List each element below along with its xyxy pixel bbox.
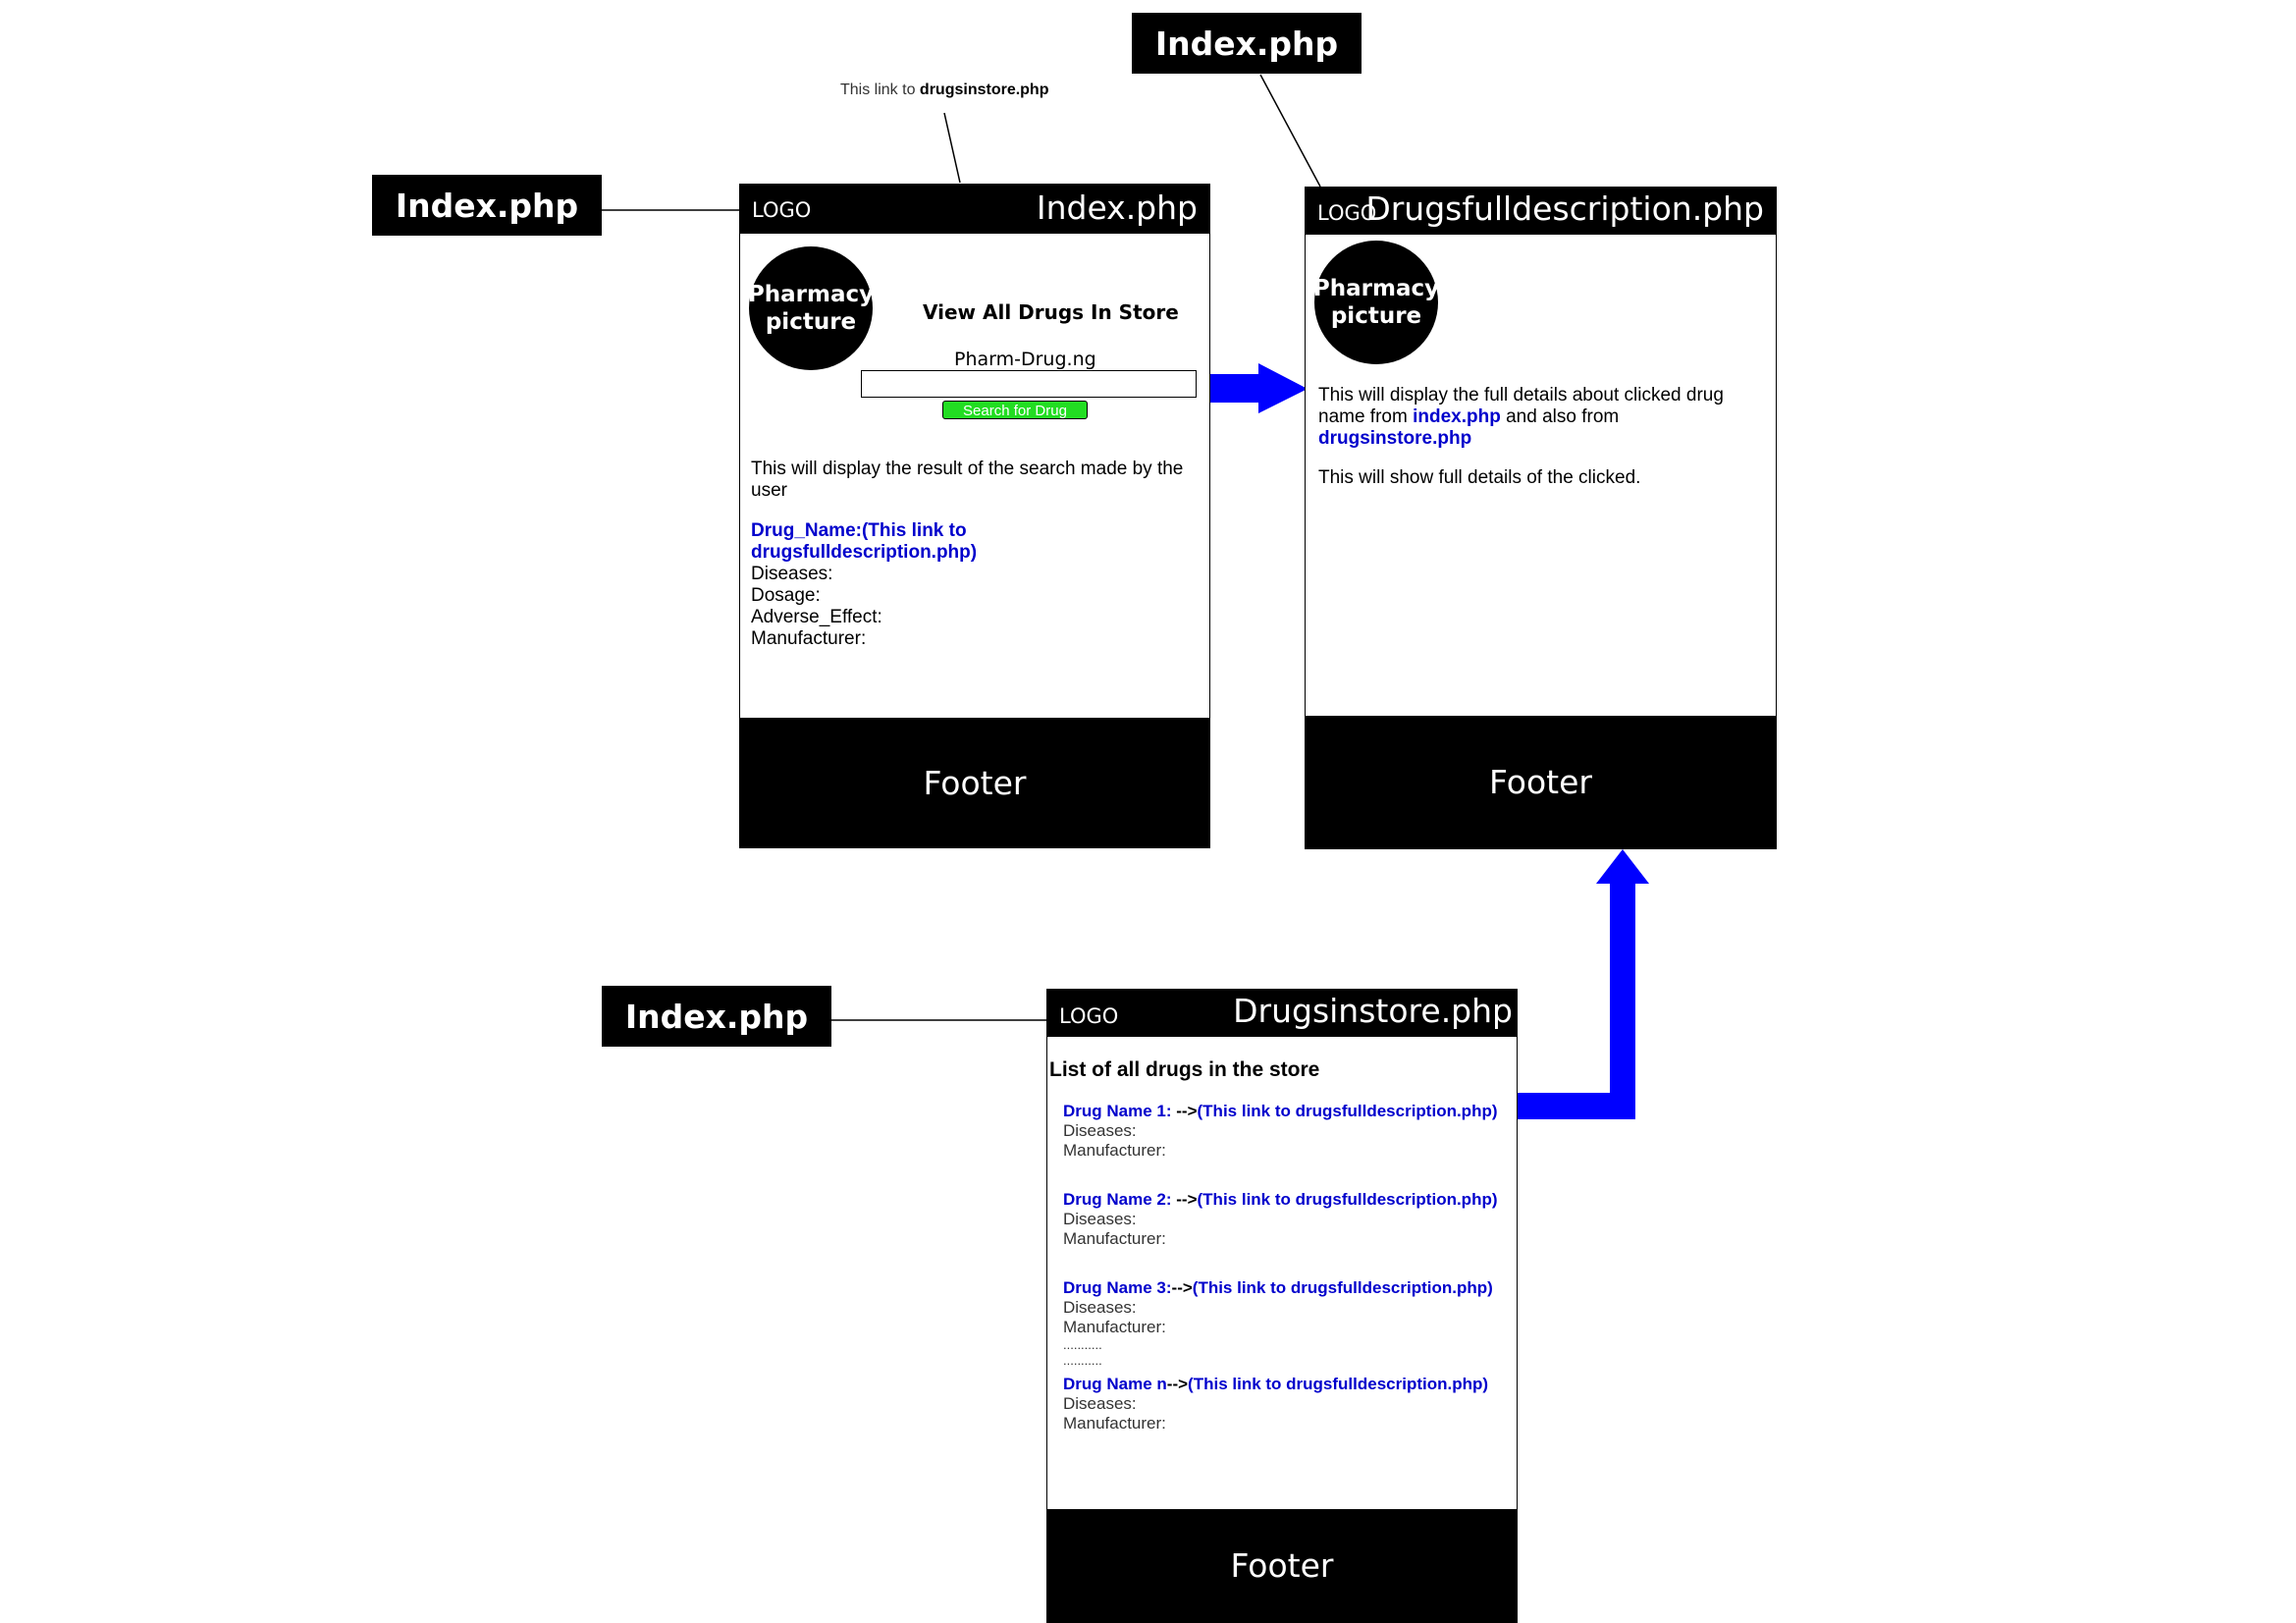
drug-manufacturer-n: Manufacturer: xyxy=(1063,1414,1166,1433)
ellipsis-1: ........... xyxy=(1063,1337,1102,1352)
index-logo: LOGO xyxy=(752,198,812,222)
drug-link-3[interactable]: (This link to drugsfulldescription.php) xyxy=(1192,1278,1493,1297)
drug-arrow-2: --> xyxy=(1171,1190,1198,1209)
list-item: Drug Name 2: -->(This link to drugsfulld… xyxy=(1063,1190,1515,1249)
index-page-frame: LOGO Index.php Pharmacy picture View All… xyxy=(739,184,1210,848)
drug-name-n[interactable]: Drug Name n xyxy=(1063,1375,1167,1393)
tag-left-top: Index.php xyxy=(372,175,602,236)
desc-logo: LOGO xyxy=(1317,201,1377,225)
field-manufacturer: Manufacturer: xyxy=(751,628,867,649)
desc-text-1a: This will display the full details about… xyxy=(1318,385,1724,427)
store-footer: Footer xyxy=(1047,1509,1517,1622)
drug-link-1[interactable]: (This link to drugsfulldescription.php) xyxy=(1197,1102,1498,1120)
store-heading: List of all drugs in the store xyxy=(1049,1058,1320,1081)
store-logo: LOGO xyxy=(1059,1004,1119,1028)
desc-link-drugsinstore[interactable]: drugsinstore.php xyxy=(1318,428,1472,449)
index-header: LOGO Index.php xyxy=(740,185,1209,234)
desc-page-frame: LOGO Drugsfulldescription.php Pharmacy p… xyxy=(1305,187,1777,849)
tag-left-bottom: Index.php xyxy=(602,986,831,1047)
connector-top-tag xyxy=(1259,74,1321,188)
drug-manufacturer-3: Manufacturer: xyxy=(1063,1318,1166,1336)
arrow-right-icon xyxy=(1207,363,1308,413)
desc-link-index[interactable]: index.php xyxy=(1413,406,1501,427)
desc-text-1b: and also from xyxy=(1506,406,1620,427)
drug-diseases-n: Diseases: xyxy=(1063,1394,1137,1413)
drug-manufacturer-2: Manufacturer: xyxy=(1063,1229,1166,1248)
drug-name-3[interactable]: Drug Name 3: xyxy=(1063,1278,1172,1297)
drug-arrow-3: --> xyxy=(1171,1278,1193,1297)
search-input[interactable] xyxy=(861,370,1197,398)
ellipsis-2: ........... xyxy=(1063,1353,1102,1368)
arrow-up-elbow-icon xyxy=(1517,849,1649,1119)
drug-link-2[interactable]: (This link to drugsfulldescription.php) xyxy=(1197,1190,1498,1209)
drug-diseases-2: Diseases: xyxy=(1063,1210,1137,1228)
drug-arrow-n: --> xyxy=(1166,1375,1189,1393)
search-drug-button[interactable]: Search for Drug xyxy=(942,401,1088,419)
index-page-name: Index.php xyxy=(1036,189,1198,227)
site-name: Pharm-Drug.ng xyxy=(954,349,1096,370)
field-adverse-effect: Adverse_Effect: xyxy=(751,607,882,627)
drug-name-2[interactable]: Drug Name 2: xyxy=(1063,1190,1172,1209)
annotation-prefix: This link to xyxy=(840,81,916,98)
drug-diseases-3: Diseases: xyxy=(1063,1298,1137,1317)
desc-text-1: This will display the full details about… xyxy=(1318,385,1750,450)
drug-name-1[interactable]: Drug Name 1: xyxy=(1063,1102,1172,1120)
connector-annotation xyxy=(943,112,961,184)
tag-top-center: Index.php xyxy=(1132,13,1362,74)
store-page-name: Drugsinstore.php xyxy=(1233,992,1513,1030)
list-item: Drug Name 1: -->(This link to drugsfulld… xyxy=(1063,1102,1515,1161)
drug-name-link[interactable]: Drug_Name:(This link to drugsfulldescrip… xyxy=(751,520,978,563)
desc-footer: Footer xyxy=(1306,716,1776,848)
search-result-text: This will display the result of the sear… xyxy=(751,459,1184,501)
drug-manufacturer-1: Manufacturer: xyxy=(1063,1141,1166,1160)
drug-arrow-1: --> xyxy=(1171,1102,1198,1120)
annotation-target: drugsinstore.php xyxy=(919,81,1049,98)
index-footer: Footer xyxy=(740,718,1209,847)
store-page-frame: LOGO Drugsinstore.php List of all drugs … xyxy=(1046,989,1518,1623)
desc-page-name: Drugsfulldescription.php xyxy=(1365,189,1764,228)
drug-link-n[interactable]: (This link to drugsfulldescription.php) xyxy=(1188,1375,1489,1393)
desc-text-2: This will show full details of the click… xyxy=(1318,467,1641,488)
store-header: LOGO Drugsinstore.php xyxy=(1047,990,1517,1037)
drug-list: Drug Name 1: -->(This link to drugsfulld… xyxy=(1063,1102,1515,1434)
index-pharmacy-picture: Pharmacy picture xyxy=(748,246,874,370)
view-all-drugs-link[interactable]: View All Drugs In Store xyxy=(923,300,1179,324)
desc-header: LOGO Drugsfulldescription.php xyxy=(1306,188,1776,235)
list-item: Drug Name 3:-->(This link to drugsfullde… xyxy=(1063,1278,1515,1369)
list-item: Drug Name n-->(This link to drugsfulldes… xyxy=(1063,1375,1515,1434)
field-dosage: Dosage: xyxy=(751,585,821,606)
drug-diseases-1: Diseases: xyxy=(1063,1121,1137,1140)
drug-fields: Diseases: Dosage: Adverse_Effect: Manufa… xyxy=(751,564,882,650)
desc-pharmacy-picture: Pharmacy picture xyxy=(1313,241,1439,364)
annotation-note: This link to drugsinstore.php xyxy=(840,81,1048,99)
field-diseases: Diseases: xyxy=(751,564,833,584)
